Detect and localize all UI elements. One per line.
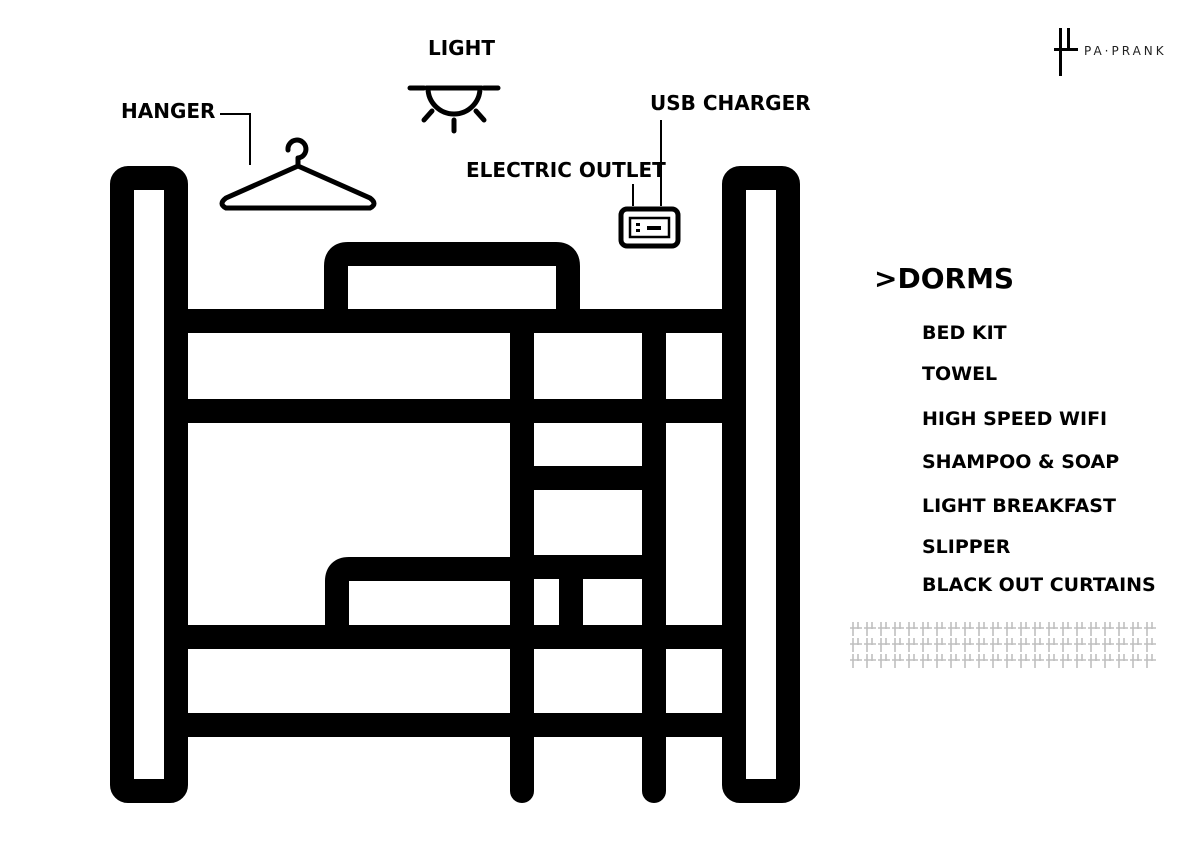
dorms-title: >DORMS — [874, 262, 1015, 295]
hanger-leader-line — [220, 113, 251, 165]
hanger-icon — [219, 137, 377, 211]
hanger-label: HANGER — [121, 99, 216, 123]
amenity-item: SLIPPER — [922, 536, 1011, 558]
amenity-item: BED KIT — [922, 322, 1007, 344]
light-label: LIGHT — [428, 36, 495, 60]
amenity-item: LIGHT BREAKFAST — [922, 495, 1116, 517]
logo-mark-icon — [1054, 28, 1078, 76]
decorative-pattern — [850, 622, 1156, 668]
outlet-icon — [618, 206, 681, 249]
amenity-item: SHAMPOO & SOAP — [922, 451, 1120, 473]
amenity-item: HIGH SPEED WIFI — [922, 408, 1108, 430]
amenity-item: BLACK OUT CURTAINS — [922, 574, 1156, 596]
logo-text: PA·PRANK — [1084, 44, 1167, 58]
amenity-item: TOWEL — [922, 363, 998, 385]
light-icon — [407, 85, 501, 134]
bunk-bed-icon — [110, 166, 800, 803]
usb-charger-label: USB CHARGER — [650, 91, 811, 115]
electric-outlet-label: ELECTRIC OUTLET — [466, 158, 666, 182]
